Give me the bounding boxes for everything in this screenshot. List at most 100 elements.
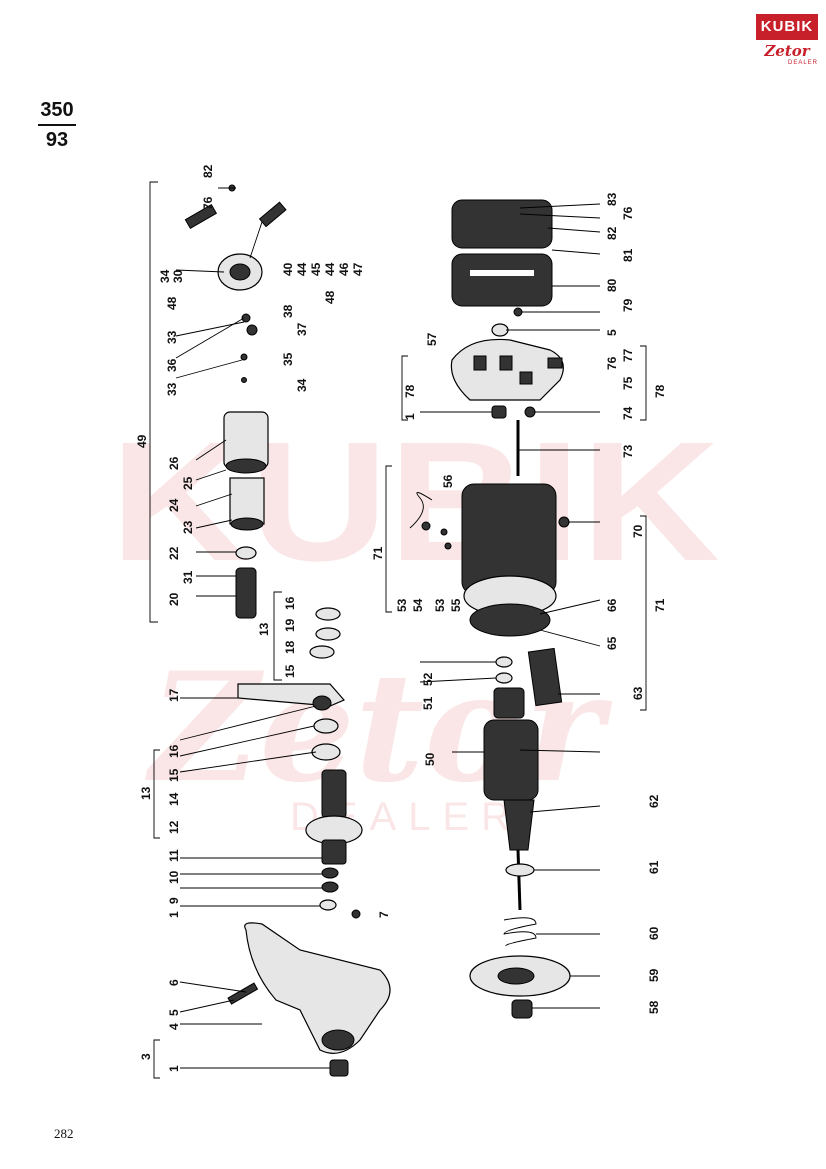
- label-51: 51: [421, 696, 435, 710]
- label-79: 79: [621, 298, 635, 312]
- label-82b: 82: [605, 226, 619, 240]
- label-3: 3: [139, 1053, 153, 1060]
- label-12: 12: [167, 820, 181, 834]
- label-55: 55: [449, 598, 463, 612]
- label-15a: 15: [283, 664, 297, 678]
- armature-shaft-spline: [503, 799, 535, 851]
- label-17: 17: [167, 688, 181, 702]
- label-58: 58: [647, 1000, 661, 1014]
- bracket-71: [385, 465, 392, 613]
- label-4: 4: [167, 1023, 181, 1030]
- label-75: 75: [621, 376, 635, 390]
- label-60: 60: [647, 926, 661, 940]
- label-24: 24: [167, 498, 181, 512]
- label-35: 35: [281, 352, 295, 366]
- label-26: 26: [167, 456, 181, 470]
- figure-reference: 350 93: [38, 98, 76, 152]
- label-76b: 76: [621, 206, 635, 220]
- label-37: 37: [295, 322, 309, 336]
- label-65: 65: [605, 636, 619, 650]
- logo-dealer-text: DEALER: [787, 60, 818, 66]
- label-77: 77: [621, 348, 635, 362]
- label-19: 19: [283, 618, 297, 632]
- label-13a: 13: [257, 622, 271, 636]
- label-45: 45: [309, 262, 323, 276]
- field-coil-upper: [451, 199, 553, 249]
- label-22: 22: [167, 546, 181, 560]
- label-76c: 76: [605, 356, 619, 370]
- label-50: 50: [423, 752, 437, 766]
- label-71b: 71: [653, 598, 667, 612]
- label-15b: 15: [167, 768, 181, 782]
- label-70: 70: [631, 524, 645, 538]
- label-80: 80: [605, 278, 619, 292]
- label-61: 61: [647, 860, 661, 874]
- figure-reference-top: 350: [40, 99, 74, 121]
- right-assembly: [409, 199, 571, 1019]
- label-9: 9: [167, 897, 181, 904]
- label-66: 66: [605, 598, 619, 612]
- drive-end-housing: [244, 922, 391, 1054]
- label-78b: 78: [653, 384, 667, 398]
- terminal-bolt: [258, 201, 287, 228]
- bracket-13-lower: [153, 749, 160, 839]
- label-49: 49: [135, 434, 149, 448]
- left-assembly: [184, 184, 391, 1077]
- label-7: 7: [377, 911, 391, 918]
- label-46: 46: [337, 262, 351, 276]
- label-1b: 1: [167, 1065, 181, 1072]
- label-23: 23: [181, 520, 195, 534]
- figure-reference-bottom: 93: [45, 129, 69, 151]
- label-13b: 13: [139, 786, 153, 800]
- label-47: 47: [351, 262, 365, 276]
- bracket-78-left: [401, 355, 408, 421]
- through-bolt: [227, 982, 259, 1005]
- label-44b: 44: [323, 262, 337, 276]
- bracket-78-right: [640, 345, 647, 421]
- label-52: 52: [421, 672, 435, 686]
- label-48b: 48: [323, 290, 337, 304]
- leader-lines: [175, 203, 601, 1069]
- label-34a: 34: [158, 269, 172, 283]
- bracket-49: [149, 181, 158, 623]
- terminal-screw: [184, 203, 218, 230]
- label-74: 74: [621, 406, 635, 420]
- part-labels: 82 76 34 30 48 40 44 45 44 46 47 48 33 3…: [135, 164, 667, 1072]
- label-54: 54: [411, 598, 425, 612]
- label-82a: 82: [201, 164, 215, 178]
- brush-holder: [527, 647, 563, 707]
- label-40: 40: [281, 262, 295, 276]
- drive-shaft: [321, 769, 347, 819]
- label-14: 14: [167, 792, 181, 806]
- plunger-rod: [235, 567, 257, 619]
- label-18: 18: [283, 640, 297, 654]
- label-76a: 76: [201, 196, 215, 210]
- logo-kubik-text: KUBIK: [756, 14, 818, 40]
- bracket-71-right: [640, 515, 647, 711]
- label-78a: 78: [403, 384, 417, 398]
- label-34b: 34: [295, 378, 309, 392]
- bracket-13-upper: [273, 591, 282, 681]
- return-spring: [503, 917, 537, 947]
- watermark-kubik: KUBIK: [110, 407, 720, 597]
- logo-zetor-text: Zetor: [764, 42, 810, 60]
- label-83: 83: [605, 192, 619, 206]
- label-5: 5: [167, 1009, 181, 1016]
- field-coil-lower: [451, 253, 553, 307]
- label-1c: 1: [403, 413, 417, 420]
- watermark: KUBIK Zetor DEALER: [110, 407, 720, 839]
- label-71a: 71: [371, 546, 385, 560]
- label-16b: 16: [167, 744, 181, 758]
- bracket-3: [153, 1039, 160, 1079]
- bushing: [329, 1059, 349, 1077]
- end-bushing: [511, 999, 533, 1019]
- label-6: 6: [167, 979, 181, 986]
- label-56: 56: [441, 474, 455, 488]
- label-20: 20: [167, 592, 181, 606]
- label-38: 38: [281, 304, 295, 318]
- label-30: 30: [171, 269, 185, 283]
- label-25: 25: [181, 476, 195, 490]
- figure-reference-divider: [38, 124, 76, 126]
- label-11: 11: [167, 849, 181, 862]
- armature-core: [483, 719, 539, 801]
